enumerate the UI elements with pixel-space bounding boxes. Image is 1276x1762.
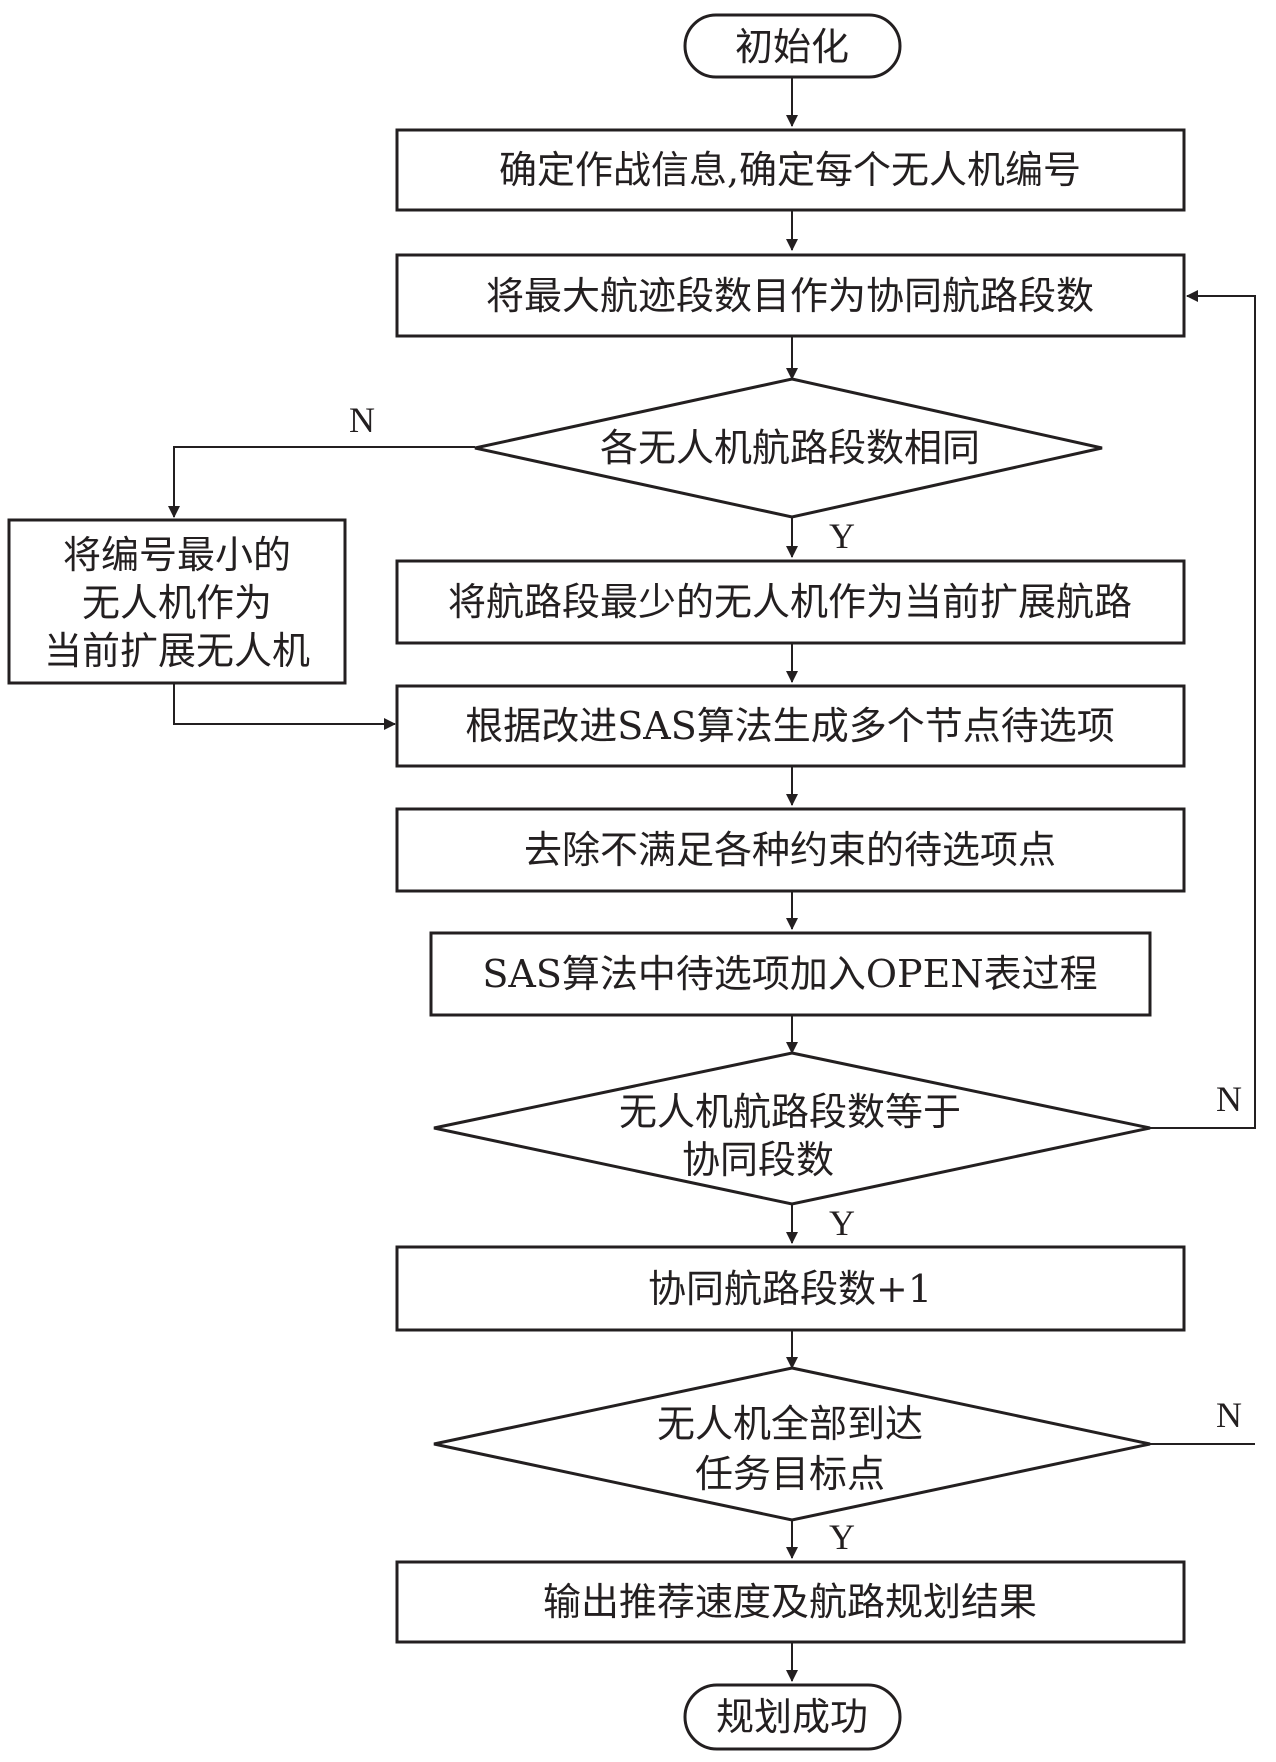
left-box-line-3: 当前扩展无人机 — [44, 629, 310, 673]
decision-arrive-line-1: 无人机全部到达 — [657, 1402, 923, 1446]
end-label: 规划成功 — [716, 1695, 868, 1739]
edge-left-box-to-generate — [173, 683, 396, 730]
open-list-label: SAS算法中待选项加入OPEN表过程 — [482, 952, 1097, 996]
branch-label-equal-no: N — [1216, 1079, 1242, 1119]
process-output — [395, 1560, 1186, 1644]
process-set-segments — [395, 253, 1186, 338]
branch-label-arrive-no: N — [1216, 1395, 1242, 1435]
process-left-box — [7, 518, 347, 685]
decision-same-segments — [474, 377, 1103, 519]
decision-equal-segments — [433, 1051, 1151, 1206]
process-expand-fewest — [395, 559, 1186, 645]
branch-label-equal-yes: Y — [829, 1203, 855, 1243]
start-terminator — [683, 13, 902, 79]
branch-label-arrive-yes: Y — [829, 1517, 855, 1557]
left-box-line-1: 将编号最小的 — [63, 533, 291, 577]
start-label: 初始化 — [735, 25, 849, 69]
decision-equal-line-2: 协同段数 — [682, 1138, 834, 1182]
output-label: 输出推荐速度及航路规划结果 — [543, 1580, 1037, 1624]
branch-label-same-yes: Y — [829, 516, 855, 556]
process-generate — [395, 684, 1186, 768]
decision-all-arrive — [433, 1366, 1151, 1522]
process-open-list — [429, 931, 1152, 1017]
init-info-label: 确定作战信息,确定每个无人机编号 — [499, 148, 1081, 192]
left-box-line-2: 无人机作为 — [82, 581, 272, 625]
expand-fewest-label: 将航路段最少的无人机作为当前扩展航路 — [448, 580, 1132, 624]
decision-same-label: 各无人机航路段数相同 — [600, 426, 980, 470]
process-remove — [395, 807, 1186, 893]
edge-decision-equal-no — [1150, 290, 1256, 1129]
increment-label: 协同航路段数+1 — [648, 1267, 932, 1311]
branch-label-same-no: N — [349, 400, 375, 440]
remove-label: 去除不满足各种约束的待选项点 — [524, 828, 1056, 872]
generate-label: 根据改进SAS算法生成多个节点待选项 — [465, 704, 1115, 748]
process-init-info — [395, 128, 1186, 212]
decision-equal-line-1: 无人机航路段数等于 — [619, 1090, 961, 1134]
decision-arrive-line-2: 任务目标点 — [695, 1452, 885, 1496]
process-increment — [395, 1245, 1186, 1332]
end-terminator — [683, 1683, 902, 1751]
set-segments-label: 将最大航迹段数目作为协同航路段数 — [486, 274, 1094, 318]
edge-decision-same-no — [168, 446, 475, 518]
